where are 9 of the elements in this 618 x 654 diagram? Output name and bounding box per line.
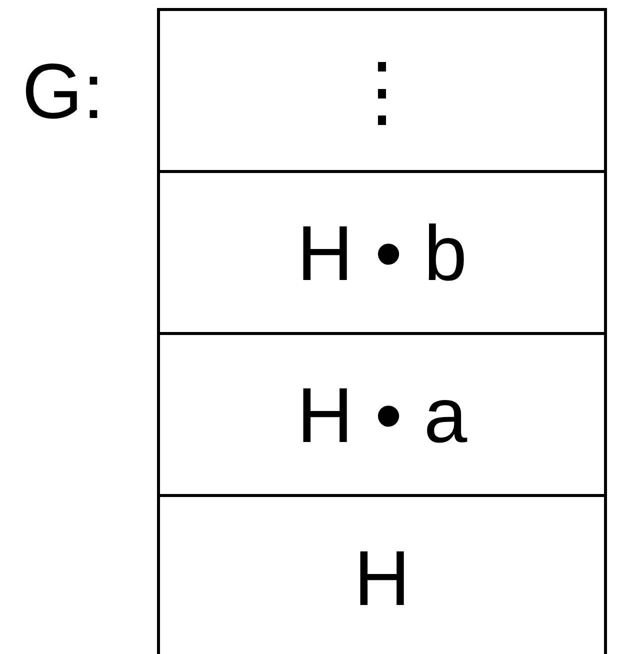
stack-name: G: <box>22 52 104 130</box>
cell-label: ⋮ <box>343 52 421 130</box>
cell-label: H • a <box>296 376 468 454</box>
stack-cell <box>157 494 607 654</box>
stack-cell <box>157 332 607 497</box>
stack-cell <box>157 8 607 173</box>
stack-cell <box>157 170 607 335</box>
cell-label: H <box>354 539 410 617</box>
cell-label: H • b <box>296 214 468 292</box>
